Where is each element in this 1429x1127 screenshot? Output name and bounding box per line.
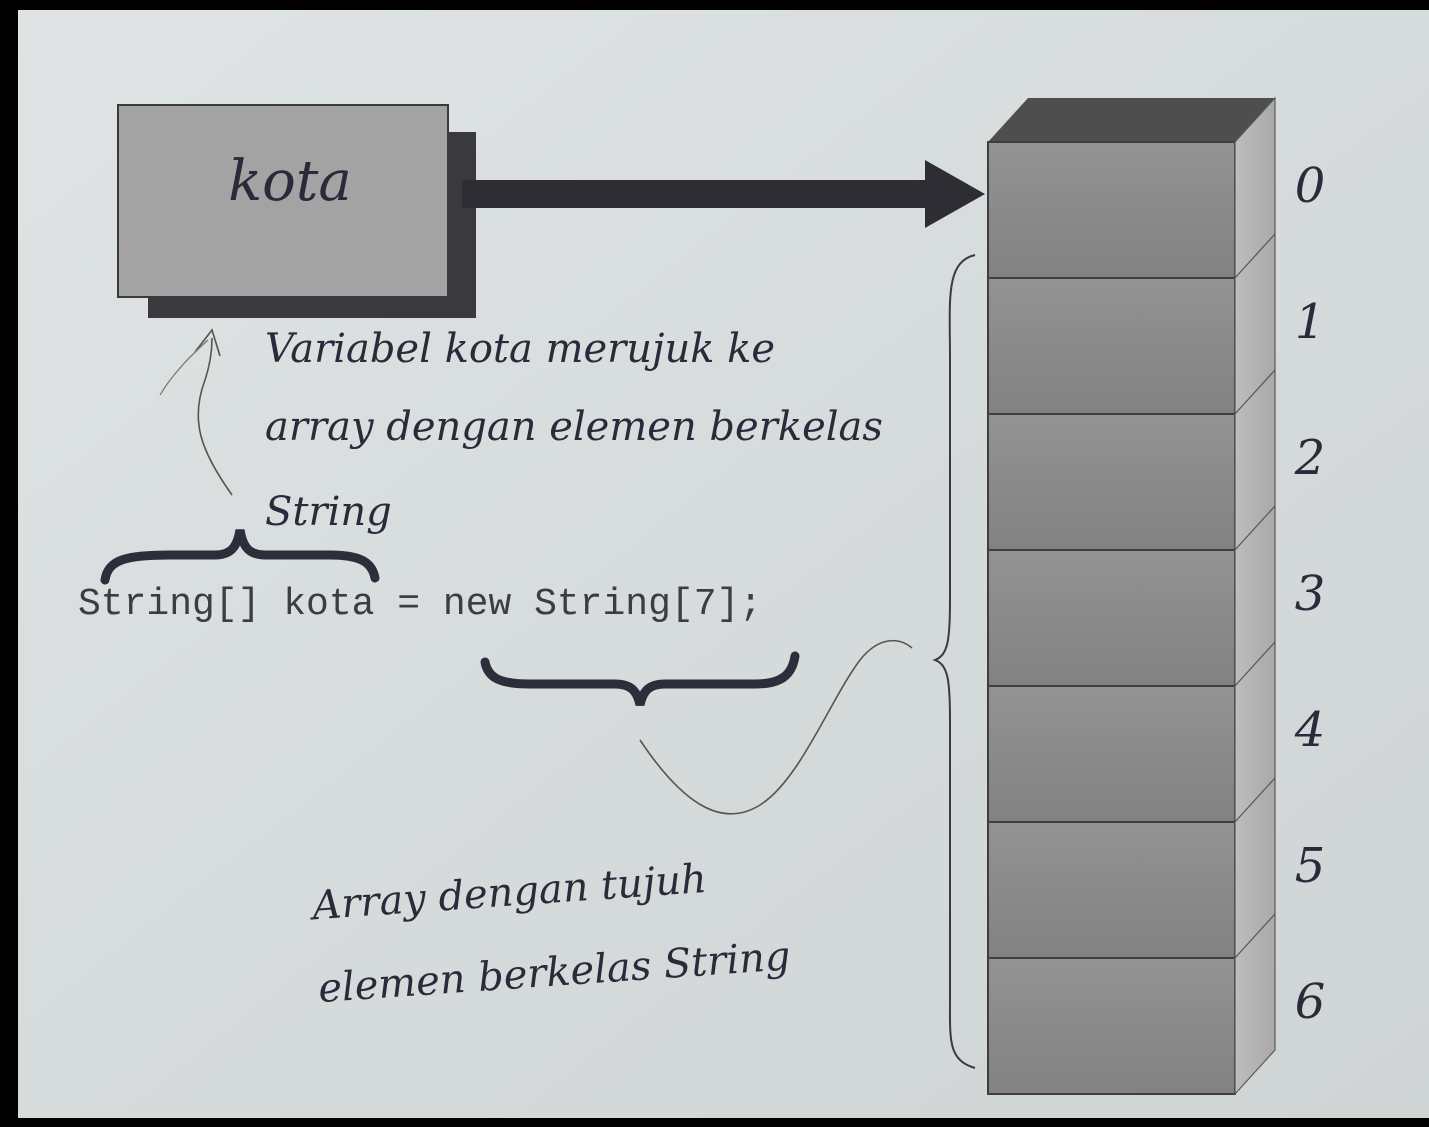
- pointer-arrowhead-variable: [194, 328, 221, 357]
- array-index-label: 5: [1295, 838, 1326, 894]
- connector-line-array: [639, 639, 913, 815]
- array-index-label: 1: [1295, 294, 1326, 350]
- array-top-face: [988, 98, 1275, 142]
- variable-box: kota: [117, 104, 476, 318]
- array-cell-5: [987, 821, 1236, 959]
- array-column: [987, 96, 1276, 1096]
- array-index-label: 2: [1294, 430, 1326, 486]
- code-statement: String[] kota = new String[7];: [78, 583, 762, 626]
- array-cell-2: [987, 413, 1236, 551]
- array-brace: [932, 254, 976, 1069]
- array-cell-4: [987, 685, 1236, 823]
- array-cell-3: [987, 549, 1236, 687]
- array-index-label: 6: [1295, 974, 1326, 1030]
- brace-declaration: [100, 529, 380, 585]
- array-cell-side-6: [1234, 912, 1276, 1096]
- array-cell-6: [987, 957, 1236, 1095]
- array-index-label: 0: [1295, 158, 1326, 214]
- brace-instantiation: [480, 651, 800, 707]
- pointer-stroke-variable: [159, 339, 209, 396]
- array-index-label: 4: [1294, 702, 1326, 758]
- array-cell-1: [987, 277, 1236, 415]
- annotation-variable-line-2: array dengan elemen berkelas: [265, 404, 883, 450]
- reference-arrow: [462, 160, 985, 228]
- variable-box-label: kota: [228, 149, 352, 214]
- array-index-labels: 0 1 2 3 4 5 6: [1294, 158, 1326, 1030]
- array-index-label: 3: [1295, 566, 1326, 622]
- variable-box-front: [117, 104, 449, 298]
- pointer-line-variable: [197, 337, 233, 496]
- annotation-variable-line-3: String: [265, 489, 392, 535]
- array-cell-0: [987, 141, 1236, 279]
- annotation-variable: Variabel kota merujuk ke array dengan el…: [265, 326, 883, 535]
- annotation-variable-line-1: Variabel kota merujuk ke: [265, 326, 775, 372]
